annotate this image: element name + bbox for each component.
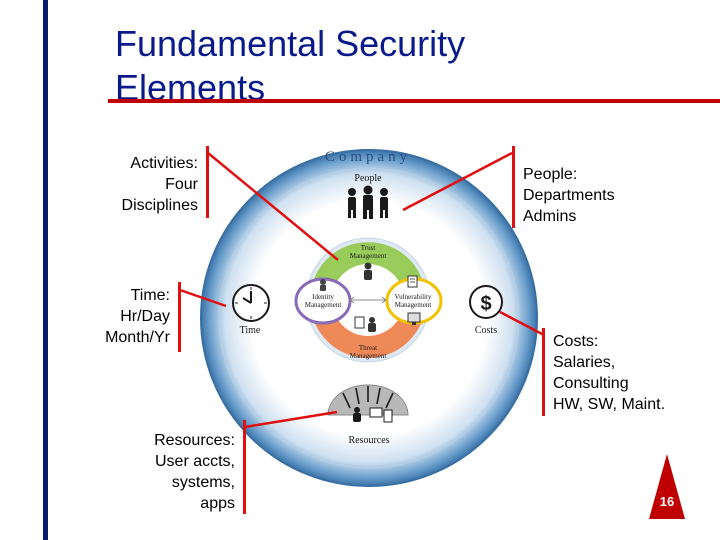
clock-icon	[232, 284, 270, 322]
trust-label-line2: Management	[350, 252, 387, 260]
resources-icon	[327, 384, 409, 423]
computer-icon	[407, 312, 421, 325]
svg-text:$: $	[480, 293, 491, 315]
resources-bracket	[243, 420, 246, 514]
dollar-icon: $	[469, 285, 503, 319]
costs-line-3: Consulting	[553, 375, 629, 392]
threat-label-line2: Management	[350, 352, 387, 360]
threat-label-line1: Threat	[359, 344, 377, 352]
costs-line-4: HW, SW, Maint.	[553, 396, 666, 413]
time-line-2: Hr/Day	[120, 308, 170, 325]
title-line-1: Fundamental Security	[115, 23, 466, 64]
time-callout: Time: Hr/Day Month/Yr	[60, 285, 170, 348]
activities-line-1: Activities:	[130, 155, 198, 172]
resources-line-2: User accts,	[154, 453, 235, 470]
resources-callout: Resources: User accts, systems, apps	[110, 430, 235, 514]
people-callout: People: Departments Admins	[523, 164, 663, 227]
activities-callout: Activities: Four Disciplines	[80, 153, 198, 216]
trust-label-line1: Trust	[361, 244, 376, 252]
callout-connectors	[179, 151, 545, 429]
resources-label: Resources	[348, 435, 389, 446]
resources-line-1: Resources:	[154, 432, 235, 449]
costs-label: Costs	[475, 325, 497, 336]
vulnerability-label-line2: Management	[395, 301, 432, 309]
activities-bracket	[206, 146, 209, 218]
page-number: 16	[659, 494, 675, 509]
people-bracket	[512, 146, 515, 228]
trust-person-icon	[364, 262, 372, 280]
costs-line-2: Salaries,	[553, 354, 616, 371]
people-line-2: Departments	[523, 187, 615, 204]
title-underline	[108, 99, 720, 103]
identity-label-line2: Management	[305, 301, 342, 309]
people-line-1: People:	[523, 166, 578, 183]
time-label: Time	[240, 325, 261, 336]
people-line-3: Admins	[523, 208, 577, 225]
time-line-1: Time:	[130, 287, 170, 304]
time-bracket	[178, 282, 181, 352]
activities-line-2: Four	[165, 176, 198, 193]
identity-label-line1: Identity	[312, 293, 334, 301]
people-icon	[348, 185, 388, 219]
time-line-3: Month/Yr	[105, 329, 170, 346]
left-accent-bar	[43, 0, 48, 540]
costs-callout: Costs: Salaries, Consulting HW, SW, Main…	[553, 331, 703, 415]
resources-line-3: systems,	[171, 474, 235, 491]
activities-line-3: Disciplines	[121, 197, 198, 214]
people-label: People	[354, 173, 382, 184]
shield-person-icon	[354, 316, 376, 332]
company-inner-ring	[218, 167, 520, 469]
resources-line-4: apps	[200, 495, 235, 512]
document-icon	[407, 275, 418, 288]
exchange-arrows-icon	[349, 296, 387, 304]
costs-line-1: Costs:	[553, 333, 599, 350]
page-number-triangle	[649, 454, 685, 519]
vulnerability-label-line1: Vulnerability	[395, 293, 432, 301]
costs-bracket	[542, 328, 545, 416]
company-label: Company	[325, 149, 411, 165]
identity-person-icon	[320, 279, 326, 291]
